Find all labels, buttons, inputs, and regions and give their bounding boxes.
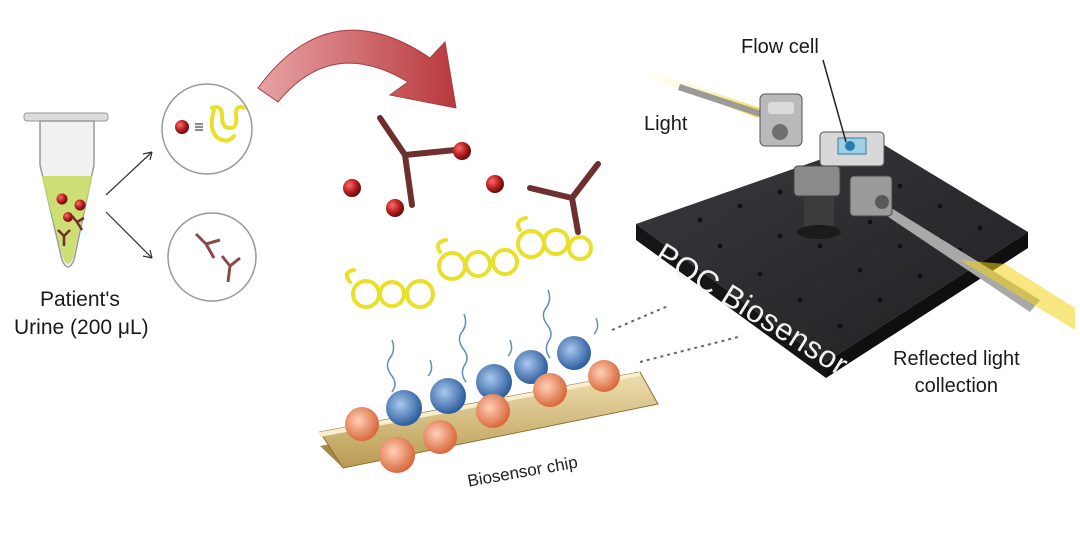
reflected-label-line1: Reflected light (893, 348, 1020, 370)
transfer-arrow (257, 29, 457, 109)
patient-urine-label: Patient's Urine (200 μL) (14, 286, 149, 342)
patient-label-line2: Urine (200 μL) (14, 316, 149, 339)
light-label: Light (644, 113, 688, 135)
reflected-light-label: Reflected light collection (893, 346, 1020, 400)
antigen-beads (343, 142, 504, 217)
antibody-inset (167, 212, 257, 302)
branch-arrows (105, 151, 153, 259)
linker-chains (386, 289, 599, 393)
free-antibodies (377, 115, 601, 235)
blocking-proteins (345, 360, 620, 473)
polymer-coils (344, 216, 593, 309)
zoom-connectors (611, 305, 743, 363)
flow-cell-label: Flow cell (741, 36, 819, 58)
flow-cell-block (819, 131, 885, 167)
optics-mount-right (849, 175, 893, 217)
antigen-inset (161, 83, 253, 175)
patient-label-line1: Patient's (40, 288, 120, 311)
poc-biosensor-board (636, 72, 1075, 378)
sample-tube (23, 112, 109, 268)
optics-mount-left (759, 93, 803, 147)
flow-cell-pointer (822, 59, 847, 143)
nanoparticles (386, 336, 591, 426)
reflected-label-line2: collection (914, 375, 999, 397)
center-post (793, 165, 841, 239)
